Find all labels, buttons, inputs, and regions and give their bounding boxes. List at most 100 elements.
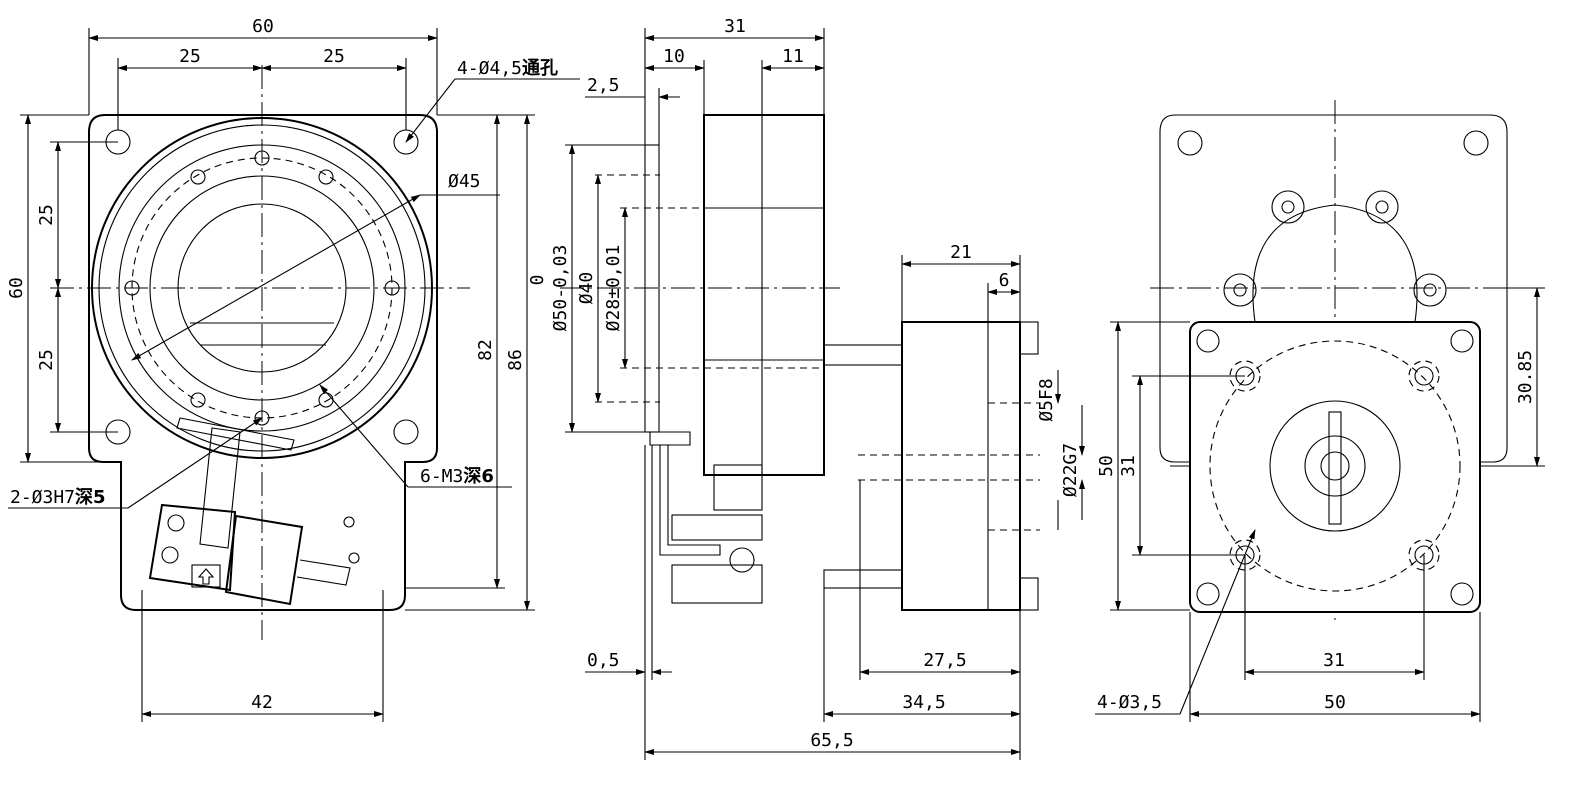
tapped-holes-suffix: 深6 [463,465,494,487]
dim-height-upper: 25 [36,204,57,226]
dim-len-27-5: 27,5 [923,650,966,671]
pin-holes-text: 2-Ø3H7 [10,487,75,508]
rear-cap-lug-hole [1281,200,1295,214]
rear-flange-outline [1159,114,1508,463]
front-corner-hole-br [393,419,419,445]
rear-cap-lug-hole [1375,200,1389,214]
side-motor-screw-top [1019,321,1039,355]
side-flange-body [703,114,825,476]
rear-motor-face [1189,321,1481,613]
side-sensor-top [649,431,691,446]
dim-bottom-width: 42 [251,692,273,713]
leader-line [127,417,263,509]
front-bolt-hole [318,169,334,185]
dim-width-31: 31 [1323,650,1345,671]
dim-height-82: 82 [475,339,496,361]
dim-height-86: 86 [505,349,526,371]
label-mount-holes: 4-Ø4,5通孔 [457,58,558,79]
dim-dia-40: Ø40 [576,272,597,305]
leader-line [319,384,409,488]
front-sensor-screw [167,514,185,532]
rear-mount-hole-outline [1408,360,1440,392]
mount-holes-text: 4-Ø4,5 [457,58,522,79]
leader-line [1179,529,1256,715]
mount-holes-suffix: 通孔 [522,58,558,79]
dim-hole-spacing-right: 25 [323,46,345,67]
rear-corner-hole [1463,130,1489,156]
rear-motor-screw [1196,582,1220,606]
rear-cap-lug-hole [1233,283,1247,297]
front-sensor-screw [161,546,179,564]
tapped-holes-text: 6-M3 [420,466,463,487]
front-outer-ring [91,117,433,459]
rear-pcd-ring [1209,340,1461,592]
dim-offset-0-5: 0,5 [587,650,620,671]
rear-motor-screw [1450,582,1474,606]
rear-hub [1304,435,1366,497]
front-ring-2 [98,124,426,452]
rear-cap-lug [1365,190,1399,224]
label-motor-holes: 4-Ø3,5 [1097,692,1162,713]
rear-mount-hole-outline [1408,539,1440,571]
dim-offset-30-85: 30.85 [1515,350,1536,404]
dim-len-34-5: 34,5 [902,692,945,713]
front-flange-outline [88,114,438,611]
rear-corner-hole [1177,130,1203,156]
side-motor-body [901,321,1021,611]
front-small-hole [343,516,355,528]
front-view: 60 25 25 4-Ø4,5通孔 Ø45 60 25 25 82 86 [6,16,580,722]
rear-mount-hole [1414,366,1434,386]
rear-shaft [1320,451,1350,481]
front-bolt-hole [318,392,334,408]
front-bolt-hole [190,392,206,408]
front-sensor-connector [191,564,221,588]
rear-cap-lug [1413,273,1447,307]
side-sensor-bracket [659,445,721,556]
dim-dia-50: Ø50-0,03 [550,245,571,332]
dim-height-31: 31 [1118,455,1139,477]
dim-bore-fit: Ø22G7 [1060,443,1081,497]
front-bolt-hole [254,150,270,166]
dim-offset-2-5: 2,5 [587,75,620,96]
leader-line [405,78,456,143]
pin-holes-suffix: 深5 [75,486,106,508]
dim-hole-spacing-left: 25 [179,46,201,67]
rear-view: 50 31 30.85 4-Ø3,5 31 50 [1095,100,1545,722]
dim-height-lower: 25 [36,349,57,371]
rear-boss [1269,400,1401,532]
side-sensor-block [671,564,763,604]
rear-mount-hole-outline [1229,360,1261,392]
side-motor-screw-bottom [1019,577,1039,611]
rear-key [1328,411,1342,525]
dim-width-60: 60 [252,16,274,37]
rear-mount-hole-outline [1229,539,1261,571]
side-view: 31 10 11 2,5 Ø50-0,03 0 Ø40 Ø28±0,01 21 … [527,16,1085,760]
front-bolt-hole [190,169,206,185]
dim-depth-31: 31 [724,16,746,37]
side-sensor-screw [729,547,755,573]
dim-len-65-5: 65,5 [810,730,853,751]
dim-depth-11: 11 [782,46,804,67]
arrow-up-icon [197,568,215,585]
front-sensor-bracket [176,417,295,451]
dim-height-60: 60 [6,277,27,299]
front-small-hole [348,552,360,564]
front-sensor-cable [296,559,351,586]
front-sensor-housing [224,514,304,606]
label-pcd: Ø45 [448,171,481,192]
rear-cap-lug [1223,273,1257,307]
label-pin-holes: 2-Ø3H7深5 [10,486,106,508]
dim-height-50: 50 [1096,455,1117,477]
side-sensor-block [671,514,763,541]
side-shaft-lower [823,569,903,589]
rear-cap-lug-hole [1423,283,1437,297]
rear-motor-screw [1450,329,1474,353]
rear-motor-screw [1196,329,1220,353]
dim-dia-50-tol: 0 [527,275,548,286]
label-tapped-holes: 6-M3深6 [420,465,494,487]
dim-diameter-line [131,194,421,361]
dim-width-50: 50 [1324,692,1346,713]
front-sensor-arm [199,427,241,549]
side-sensor-holder [713,464,763,511]
